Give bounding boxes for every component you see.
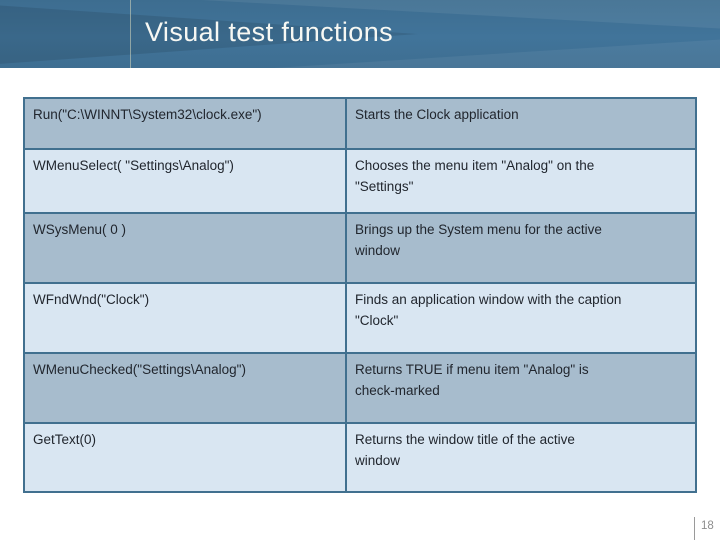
function-cell: GetText(0) xyxy=(25,424,347,491)
table-row: GetText(0) Returns the window title of t… xyxy=(25,424,695,491)
table-row: WMenuChecked("Settings\Analog") Returns … xyxy=(25,354,695,424)
page-number-divider xyxy=(694,517,695,540)
description-cell: Brings up the System menu for the active… xyxy=(355,222,602,258)
description-cell: Finds an application window with the cap… xyxy=(355,292,622,328)
slide-title: Visual test functions xyxy=(145,17,394,47)
title-bar: Visual test functions xyxy=(0,0,720,68)
function-cell: WMenuSelect( "Settings\Analog") xyxy=(25,150,347,212)
function-cell: WFndWnd("Clock") xyxy=(25,284,347,352)
table-row: WSysMenu( 0 ) Brings up the System menu … xyxy=(25,214,695,284)
functions-table: Run("C:\WINNT\System32\clock.exe") Start… xyxy=(23,97,697,493)
page-number: 18 xyxy=(701,520,714,532)
table-row: WFndWnd("Clock") Finds an application wi… xyxy=(25,284,695,354)
function-cell: Run("C:\WINNT\System32\clock.exe") xyxy=(25,99,347,148)
table-row: WMenuSelect( "Settings\Analog") Chooses … xyxy=(25,150,695,214)
description-cell: Chooses the menu item "Analog" on the "S… xyxy=(355,158,595,194)
description-cell: Starts the Clock application xyxy=(355,107,519,122)
function-cell: WSysMenu( 0 ) xyxy=(25,214,347,282)
function-cell: WMenuChecked("Settings\Analog") xyxy=(25,354,347,422)
description-cell: Returns the window title of the active w… xyxy=(355,432,575,468)
table-row: Run("C:\WINNT\System32\clock.exe") Start… xyxy=(25,99,695,150)
description-cell: Returns TRUE if menu item "Analog" is ch… xyxy=(355,362,589,398)
header-divider-line xyxy=(130,0,131,68)
